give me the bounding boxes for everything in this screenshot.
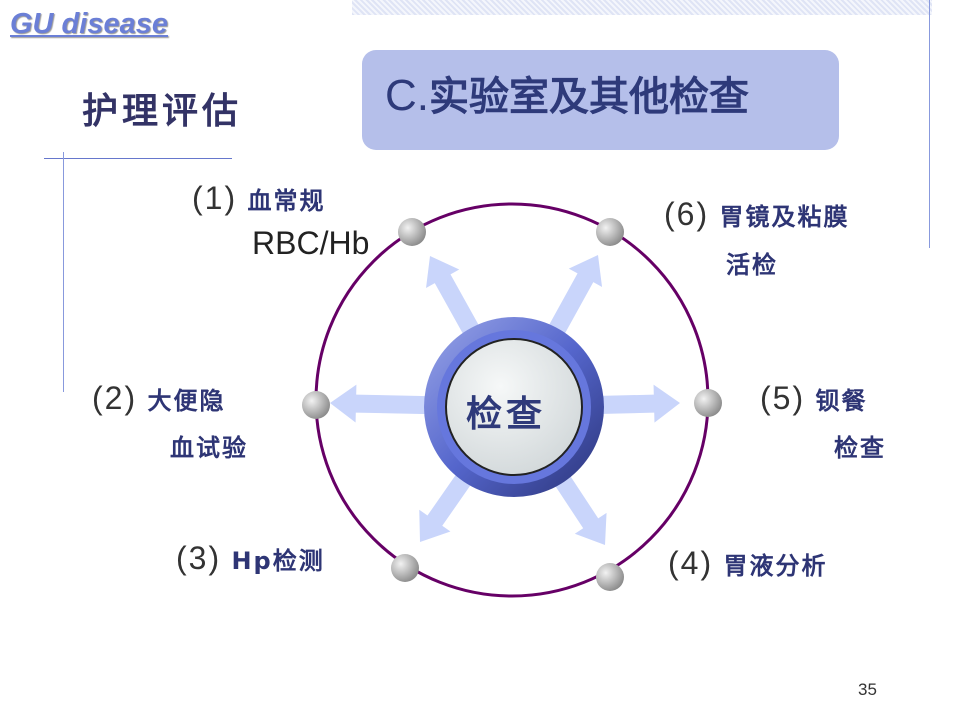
item-5: (5) 钡餐	[760, 380, 868, 416]
section-heading: 护理评估	[82, 91, 243, 132]
ring-node-5	[694, 389, 722, 417]
item-1-line2: RBC/Hb	[252, 225, 370, 261]
page-number: 35	[858, 680, 877, 699]
item-1: (1) 血常规	[192, 180, 326, 216]
ring-node-3	[391, 554, 419, 582]
slide-title: C.实验室及其他检查	[385, 64, 749, 122]
ring-node-4	[596, 563, 624, 591]
title-text: 实验室及其他检查	[429, 74, 749, 120]
ring-node-1	[398, 218, 426, 246]
item-6-line2: 活检	[726, 251, 778, 279]
title-prefix: C.	[385, 71, 429, 120]
right-decor-line	[929, 0, 930, 248]
brand-title: GU disease	[10, 8, 168, 40]
ring-node-2	[302, 391, 330, 419]
item-3: (3) Hp检测	[176, 540, 325, 576]
item-4: (4) 胃液分析	[668, 545, 828, 581]
item-6: (6) 胃镜及粘膜	[664, 196, 850, 232]
center-label: 检查	[466, 394, 547, 435]
top-decor-band	[352, 0, 932, 15]
left-decor-line	[63, 152, 64, 392]
ring-node-6	[596, 218, 624, 246]
item-2: (2) 大便隐	[92, 380, 226, 416]
title-box	[362, 50, 839, 150]
item-5-line2: 检查	[834, 434, 886, 462]
item-2-line2: 血试验	[170, 434, 248, 462]
heading-underline	[44, 158, 232, 159]
center-button[interactable]	[424, 317, 604, 497]
